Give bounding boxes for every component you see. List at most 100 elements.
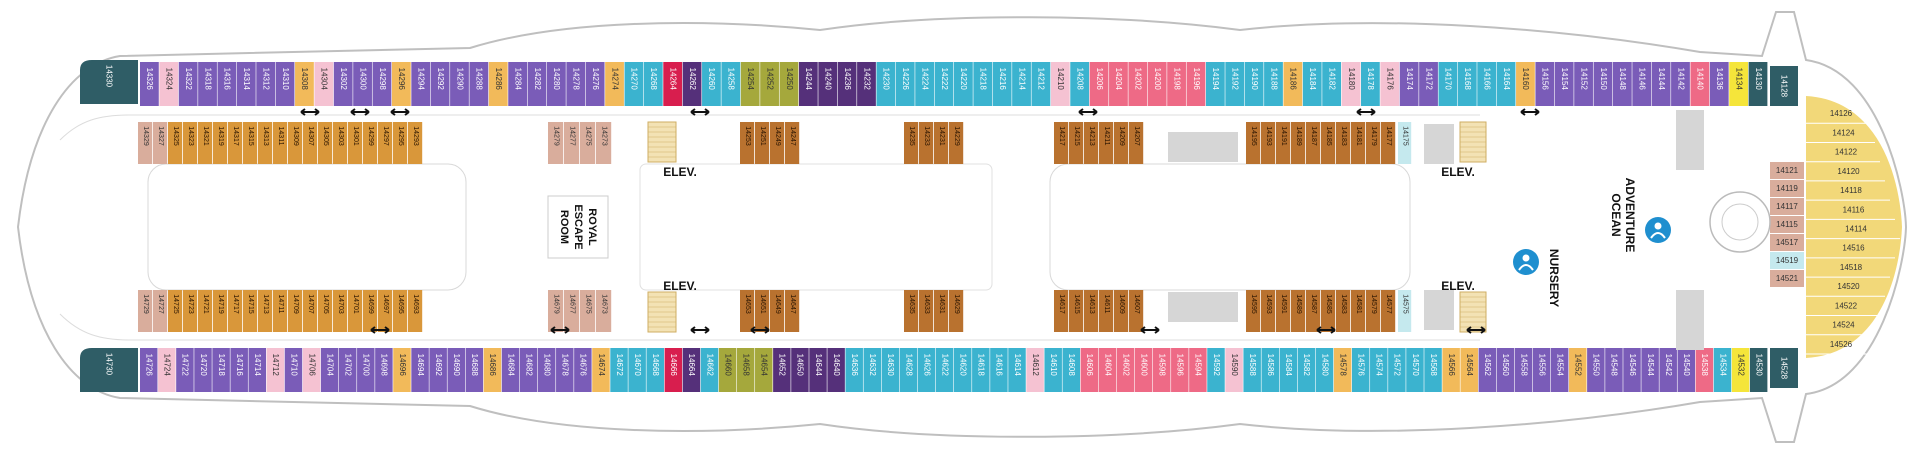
inner-top-cabin[interactable] — [138, 122, 153, 164]
bottom-row-cabin[interactable] — [899, 348, 918, 392]
bottom-row-cabin[interactable] — [628, 348, 646, 392]
bottom-row-cabin[interactable] — [537, 348, 556, 392]
bottom-row-cabin[interactable] — [1424, 348, 1442, 392]
top-row-cabin[interactable] — [1031, 62, 1051, 106]
forward-inner-cabin[interactable] — [1770, 234, 1804, 251]
bottom-row-cabin[interactable] — [1098, 348, 1117, 392]
top-row-cabin[interactable] — [624, 62, 644, 106]
inner-bottom-cabin[interactable] — [1114, 290, 1129, 332]
inner-top-cabin[interactable] — [303, 122, 318, 164]
bottom-row-cabin[interactable] — [447, 348, 465, 392]
bow-cabin-number[interactable]: 14122 — [1835, 148, 1858, 157]
bottom-row-cabin[interactable] — [682, 348, 701, 392]
top-row-cabin[interactable] — [895, 62, 915, 106]
bottom-row-cabin[interactable] — [773, 348, 791, 392]
bow-cabin-number[interactable]: 14518 — [1840, 263, 1863, 272]
inner-bottom-cabin[interactable] — [1291, 290, 1306, 332]
inner-top-cabin[interactable] — [1398, 122, 1412, 164]
bottom-row-cabin[interactable] — [1623, 348, 1641, 392]
top-row-cabin[interactable] — [391, 62, 411, 106]
inner-bottom-cabin[interactable] — [949, 290, 964, 332]
bottom-row-cabin[interactable] — [1460, 348, 1478, 392]
top-row-cabin[interactable] — [353, 62, 372, 106]
top-row-cabin[interactable] — [236, 62, 256, 106]
bottom-row-cabin[interactable] — [411, 348, 429, 392]
inner-top-cabin[interactable] — [1276, 122, 1291, 164]
top-row-cabin[interactable] — [934, 62, 954, 106]
top-row-cabin[interactable] — [1322, 62, 1342, 106]
fwd-top-suite[interactable] — [1770, 66, 1798, 106]
bottom-row-cabin[interactable] — [194, 348, 212, 392]
bottom-row-cabin[interactable] — [664, 348, 683, 392]
inner-bottom-cabin[interactable] — [919, 290, 934, 332]
bottom-row-cabin[interactable] — [809, 348, 827, 392]
top-row-cabin[interactable] — [663, 62, 683, 106]
bottom-row-cabin[interactable] — [1605, 348, 1623, 392]
inner-top-cabin[interactable] — [1114, 122, 1129, 164]
bottom-row-cabin[interactable] — [140, 348, 158, 392]
top-row-cabin[interactable] — [372, 62, 392, 106]
bow-cabin-number[interactable]: 14114 — [1845, 225, 1867, 234]
inner-bottom-cabin[interactable] — [1099, 290, 1114, 332]
top-row-cabin[interactable] — [1419, 62, 1438, 106]
top-row-cabin[interactable] — [1516, 62, 1535, 106]
fwd-bottom-suite[interactable] — [1770, 348, 1798, 388]
top-row-cabin[interactable] — [1632, 62, 1652, 106]
top-row-cabin[interactable] — [1147, 62, 1167, 106]
inner-top-cabin[interactable] — [770, 122, 785, 164]
inner-top-cabin[interactable] — [949, 122, 964, 164]
bottom-row-cabin[interactable] — [1442, 348, 1460, 392]
bottom-row-cabin[interactable] — [1026, 348, 1044, 392]
top-row-cabin[interactable] — [1109, 62, 1128, 106]
inner-bottom-cabin[interactable] — [1069, 290, 1084, 332]
inner-top-cabin[interactable] — [564, 122, 580, 164]
inner-top-cabin[interactable] — [318, 122, 333, 164]
inner-top-cabin[interactable] — [378, 122, 393, 164]
top-row-cabin[interactable] — [721, 62, 741, 106]
forward-inner-cabin[interactable] — [1770, 270, 1804, 287]
bow-cabin-number[interactable]: 14520 — [1837, 282, 1860, 291]
top-row-cabin[interactable] — [1361, 62, 1380, 106]
bottom-row-cabin[interactable] — [1152, 348, 1171, 392]
bottom-row-cabin[interactable] — [1297, 348, 1316, 392]
top-row-cabin[interactable] — [1709, 62, 1729, 106]
top-row-cabin[interactable] — [1012, 62, 1031, 106]
top-row-cabin[interactable] — [1671, 62, 1690, 106]
forward-inner-cabin[interactable] — [1770, 162, 1804, 179]
bottom-row-cabin[interactable] — [1243, 348, 1261, 392]
bottom-row-cabin[interactable] — [1261, 348, 1279, 392]
forward-inner-cabin[interactable] — [1770, 252, 1804, 269]
inner-top-cabin[interactable] — [1129, 122, 1144, 164]
inner-top-cabin[interactable] — [1321, 122, 1336, 164]
bottom-row-cabin[interactable] — [1116, 348, 1135, 392]
bottom-row-cabin[interactable] — [1189, 348, 1207, 392]
bottom-row-cabin[interactable] — [1587, 348, 1605, 392]
bottom-row-cabin[interactable] — [881, 348, 900, 392]
top-row-cabin[interactable] — [275, 62, 295, 106]
inner-top-cabin[interactable] — [596, 122, 612, 164]
inner-bottom-cabin[interactable] — [333, 290, 348, 332]
bottom-row-cabin[interactable] — [248, 348, 267, 392]
bottom-row-cabin[interactable] — [935, 348, 954, 392]
top-row-cabin[interactable] — [198, 62, 217, 106]
bottom-row-cabin[interactable] — [519, 348, 538, 392]
inner-bottom-cabin[interactable] — [273, 290, 288, 332]
top-row-cabin[interactable] — [411, 62, 431, 106]
inner-bottom-cabin[interactable] — [740, 290, 755, 332]
top-row-cabin[interactable] — [760, 62, 779, 106]
bottom-row-cabin[interactable] — [1550, 348, 1569, 392]
top-row-cabin[interactable] — [1651, 62, 1671, 106]
top-row-cabin[interactable] — [547, 62, 566, 106]
top-row-cabin[interactable] — [1244, 62, 1264, 106]
inner-top-cabin[interactable] — [213, 122, 228, 164]
bottom-row-cabin[interactable] — [483, 348, 502, 392]
inner-top-cabin[interactable] — [333, 122, 348, 164]
top-row-cabin[interactable] — [314, 62, 334, 106]
top-row-cabin[interactable] — [1690, 62, 1710, 106]
bottom-row-cabin[interactable] — [320, 348, 339, 392]
bottom-row-cabin[interactable] — [1731, 348, 1750, 392]
inner-bottom-cabin[interactable] — [1321, 290, 1336, 332]
bottom-row-cabin[interactable] — [1062, 348, 1081, 392]
bow-cabin-number[interactable]: 14116 — [1843, 205, 1865, 214]
top-row-cabin[interactable] — [837, 62, 857, 106]
